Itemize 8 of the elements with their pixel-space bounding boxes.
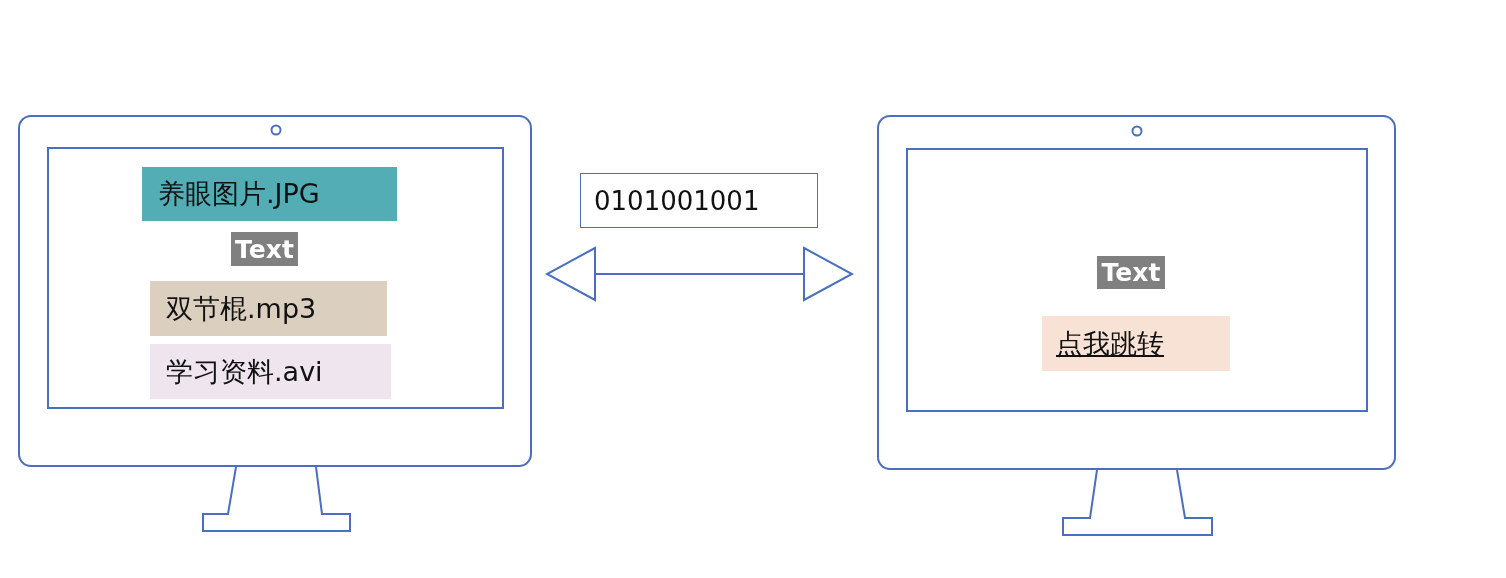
binary-data-box: 0101001001 — [580, 173, 818, 228]
file-label: 双节棍.mp3 — [150, 281, 387, 336]
double-arrow — [546, 247, 853, 301]
link-text: 点我跳转 — [1042, 316, 1230, 371]
file-label: 养眼图片.JPG — [142, 167, 397, 221]
file-label: 学习资料.avi — [150, 344, 391, 399]
text-tag: Text — [1097, 256, 1165, 289]
text-tag: Text — [231, 232, 298, 266]
